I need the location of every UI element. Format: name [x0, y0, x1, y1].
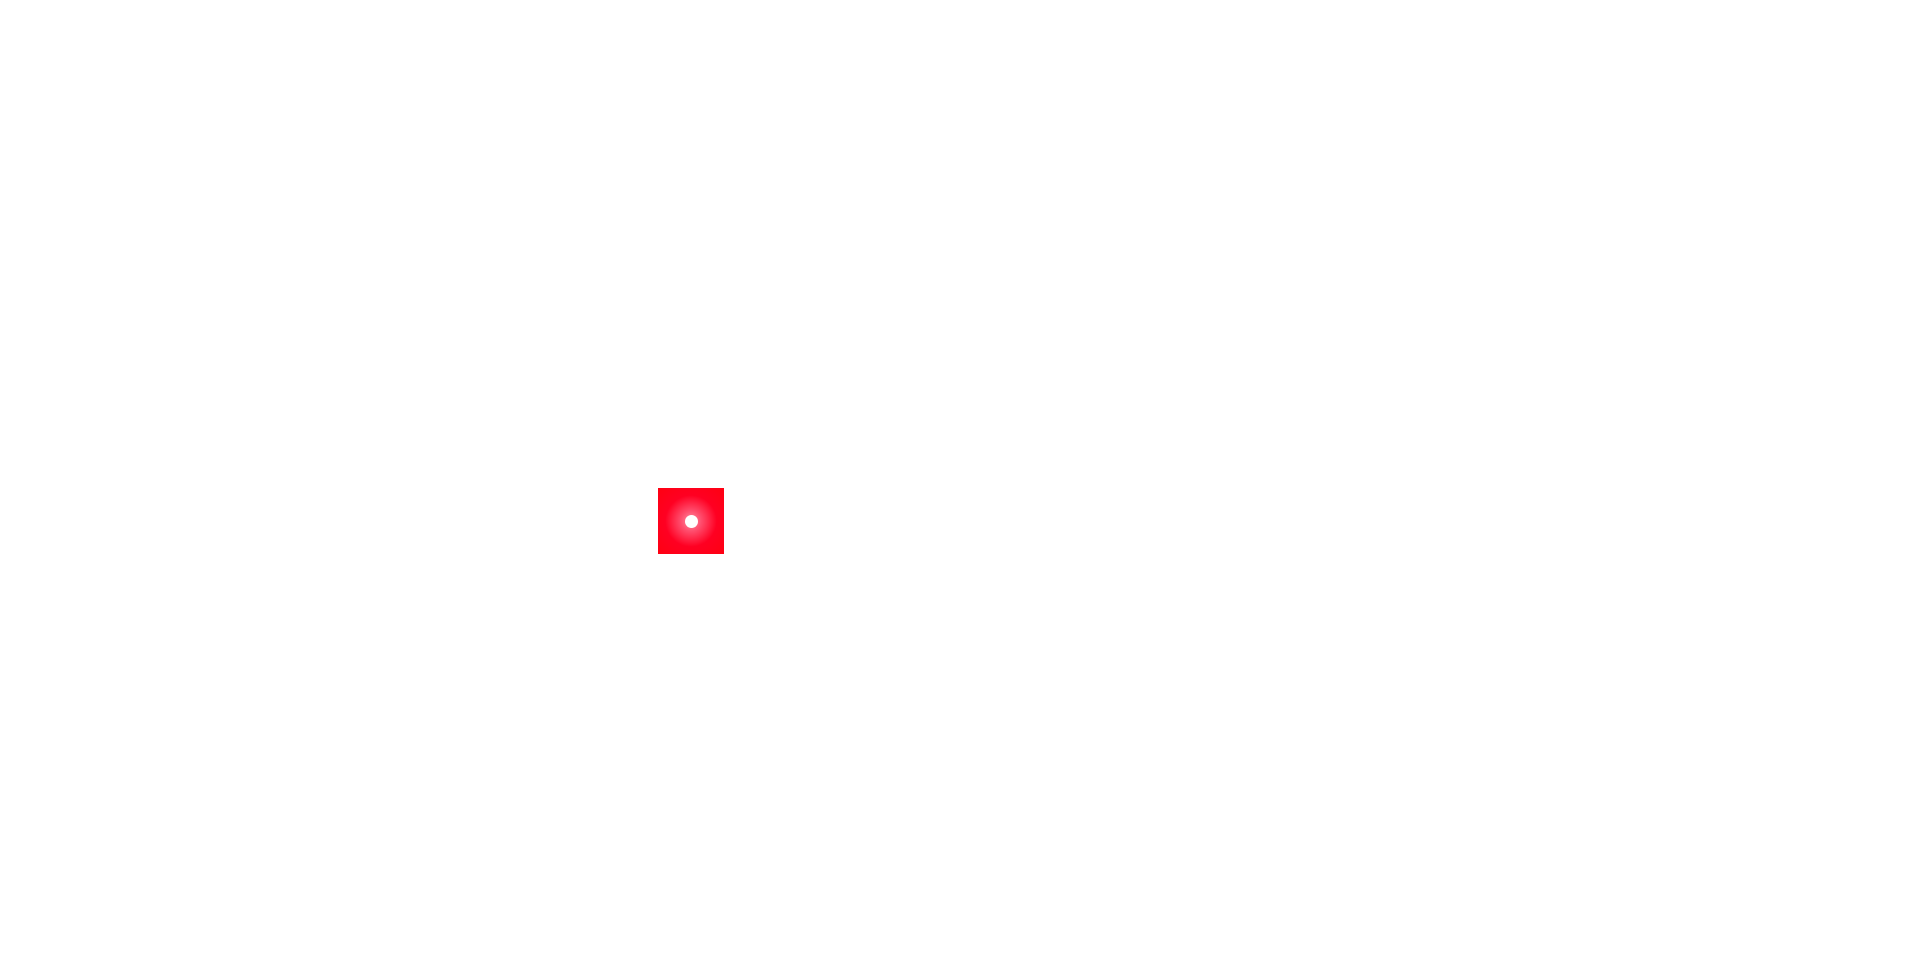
target-center-dot-icon — [684, 514, 698, 528]
click-target-marker[interactable] — [658, 488, 724, 554]
